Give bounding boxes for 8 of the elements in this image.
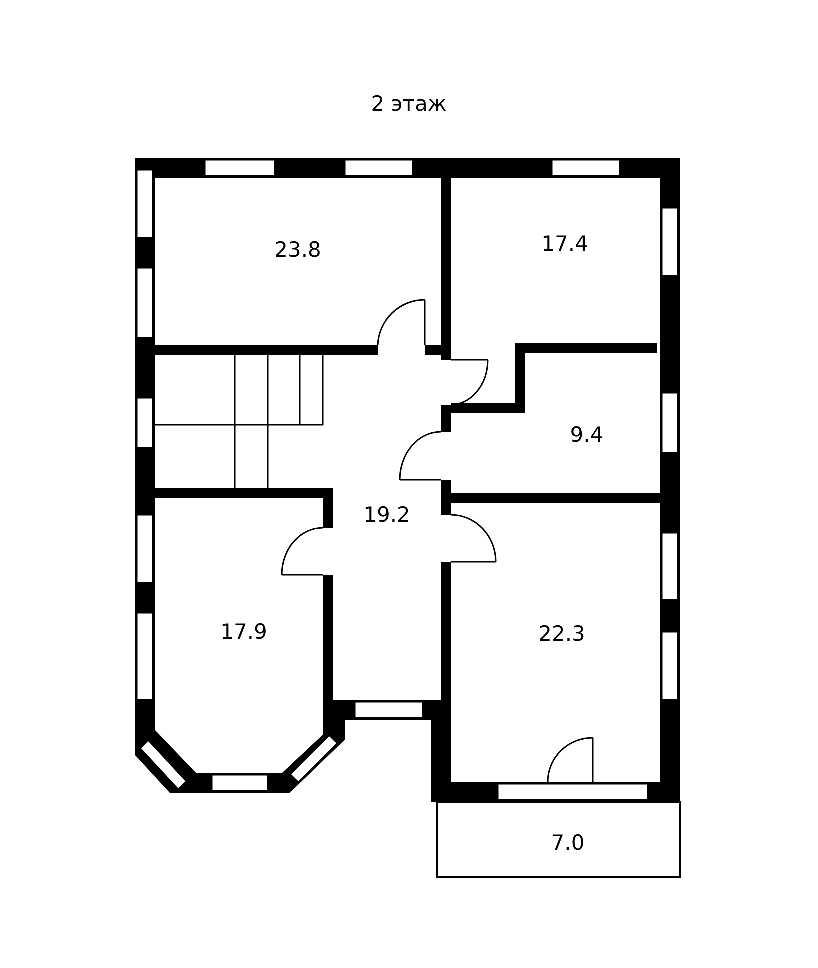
room-area-label: 17.4 bbox=[542, 232, 588, 256]
floor-title: 2 этаж bbox=[370, 92, 448, 116]
room-area-label: 7.0 bbox=[551, 831, 585, 855]
room-area-label: 23.8 bbox=[274, 238, 322, 262]
room-area-label: 9.4 bbox=[570, 423, 604, 447]
room-area-label: 22.3 bbox=[538, 622, 586, 646]
room-area-label: 17.9 bbox=[220, 620, 268, 644]
room-area-label: 19.2 bbox=[364, 503, 410, 527]
